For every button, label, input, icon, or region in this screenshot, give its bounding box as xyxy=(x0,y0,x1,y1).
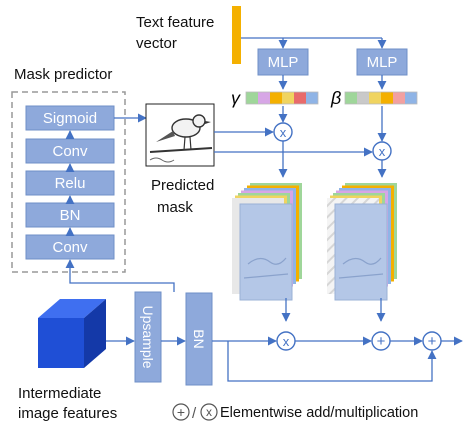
relu-label: Relu xyxy=(55,175,86,192)
feature-map-front xyxy=(239,203,293,301)
intermediate-features-cube xyxy=(38,299,106,368)
mask-predictor-arrows xyxy=(65,113,147,237)
beta-mult-op: x xyxy=(372,141,392,161)
main-add-op: + xyxy=(371,331,391,351)
beta-symbol: β xyxy=(330,88,341,108)
mlp-right-block xyxy=(356,48,408,76)
faint-bird-shape xyxy=(342,257,382,265)
mask-predictor-title: Mask predictor xyxy=(14,66,113,83)
bn-main-block xyxy=(185,292,213,386)
gamma-feature-stack xyxy=(232,183,302,301)
predicted-mask-label-line1: Predicted xyxy=(151,177,215,194)
feature-map-front xyxy=(334,203,388,301)
vector-cell xyxy=(282,92,294,104)
residual-add-op: + xyxy=(422,331,442,351)
mask-predictor-layer-labels: Sigmoid Conv Relu BN Conv xyxy=(43,110,97,256)
svg-text:x: x xyxy=(283,334,290,349)
text-feature-label-line2: vector xyxy=(136,35,177,52)
conv-top-block xyxy=(25,138,115,164)
svg-text:x: x xyxy=(206,405,212,419)
text-feature-vector-bar xyxy=(232,6,241,64)
bn-main-label: BN xyxy=(191,329,207,348)
predicted-mask-image xyxy=(145,103,215,167)
legend-add-icon: + xyxy=(172,403,190,421)
mlp-left-block xyxy=(257,48,309,76)
sigmoid-label: Sigmoid xyxy=(43,110,97,127)
svg-text:+: + xyxy=(377,333,386,350)
vector-cell xyxy=(369,92,381,104)
svg-text:x: x xyxy=(280,125,287,140)
mlp-right-label: MLP xyxy=(367,54,398,71)
main-mult-op: x xyxy=(276,331,296,351)
conv-bottom-label: Conv xyxy=(52,239,88,256)
mlp-left-label: MLP xyxy=(268,54,299,71)
predicted-mask-label-line2: mask xyxy=(157,199,193,216)
vector-cell xyxy=(405,92,417,104)
gamma-mult-op: x xyxy=(273,122,293,142)
svg-text:+: + xyxy=(428,333,437,350)
upsample-label: Upsample xyxy=(140,305,156,368)
gamma-symbol: γ xyxy=(231,88,241,108)
vector-cell xyxy=(393,92,405,104)
mask-predictor-layers xyxy=(25,105,115,260)
beta-feature-stack xyxy=(327,183,397,301)
mask-predictor-box xyxy=(11,91,126,273)
vector-cell xyxy=(345,92,357,104)
bn-mask-label: BN xyxy=(60,207,81,224)
beta-vector xyxy=(344,91,418,105)
vector-cell xyxy=(381,92,393,104)
gamma-vector xyxy=(245,91,319,105)
faint-bird-shape xyxy=(247,257,287,265)
conv-top-label: Conv xyxy=(52,143,88,160)
svg-text:+: + xyxy=(177,404,185,420)
upsample-block xyxy=(134,291,162,383)
intermediate-label-line1: Intermediate xyxy=(18,385,102,402)
text-feature-label-line1: Text feature xyxy=(136,14,215,31)
legend-text: Elementwise add/multiplication xyxy=(220,405,419,421)
text-to-mlp-arrows xyxy=(241,37,387,90)
vector-cell xyxy=(258,92,270,104)
legend-slash: / xyxy=(192,405,197,422)
intermediate-label-line2: image features xyxy=(18,405,118,422)
sigmoid-block xyxy=(25,105,115,131)
vector-cell xyxy=(294,92,306,104)
main-flow-arrows xyxy=(65,259,463,382)
faint-branch xyxy=(243,273,289,279)
vector-cell xyxy=(270,92,282,104)
relu-block xyxy=(25,170,115,196)
vector-cell xyxy=(357,92,369,104)
svg-text:x: x xyxy=(379,144,386,159)
faint-branch xyxy=(338,273,384,279)
vector-cell xyxy=(246,92,258,104)
mask-to-ops-arrows xyxy=(214,106,387,178)
stack-to-ops-arrows xyxy=(281,298,386,322)
legend-mult-icon: x xyxy=(200,403,218,421)
vector-cell xyxy=(306,92,318,104)
